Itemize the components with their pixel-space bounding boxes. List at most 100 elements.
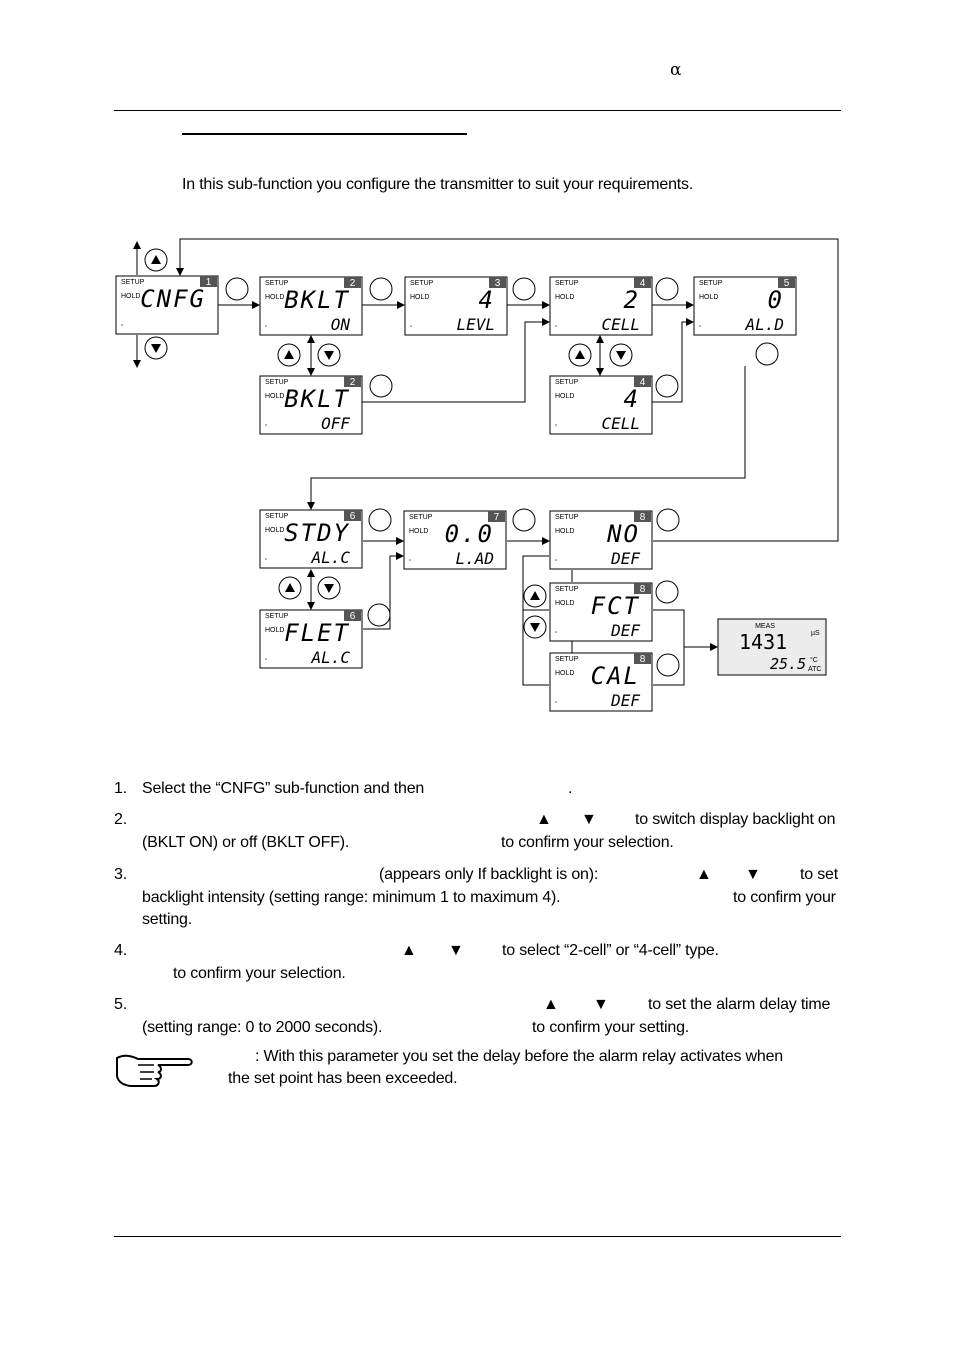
lcd-sub-value: DEF (610, 691, 640, 710)
step-text: ▲ (401, 942, 417, 959)
enter-key-icon (369, 277, 393, 301)
screen-badge: 2 (350, 377, 356, 388)
lcd-glyph: ° (410, 325, 412, 331)
lcd-glyph: ° (121, 324, 123, 330)
lcd-main-value: CNFG (140, 285, 206, 313)
lcd-main-value: FLET (284, 619, 350, 647)
lcd-glyph: ° (555, 325, 557, 331)
step-text: backlight intensity (setting range: mini… (142, 888, 561, 906)
enter-key-icon (656, 653, 680, 677)
setup-indicator: SETUP (555, 379, 579, 386)
step-text: ▼ (745, 866, 761, 883)
hold-indicator: HOLD (121, 293, 140, 300)
enter-key-icon (655, 374, 679, 398)
screen-badge: 7 (494, 512, 500, 523)
step-text: to switch display backlight on (635, 811, 836, 828)
setup-indicator: SETUP (265, 379, 289, 386)
step-number: 5. (114, 996, 127, 1013)
meas-temp: 25.5 (770, 655, 806, 673)
screen-badge-bg (200, 276, 217, 287)
lcd-main-value: NO (606, 520, 640, 548)
intro-text: In this sub-function you configure the t… (182, 176, 694, 193)
enter-key-icon (512, 277, 536, 301)
screen-badge-bg (634, 583, 651, 594)
step-text: (BKLT ON) or off (BKLT OFF). (142, 833, 350, 851)
screen-badge-bg (778, 277, 795, 288)
down-arrow-key-icon (523, 615, 547, 639)
lcd-sub-value: DEF (610, 621, 640, 640)
setup-indicator: SETUP (265, 513, 289, 520)
screen-badge: 6 (350, 611, 356, 622)
lcd-sub-value: L.AD (455, 549, 494, 568)
enter-key-icon (368, 508, 392, 532)
lcd-sub-value: CELL (601, 315, 640, 334)
meas-value: 1431 (739, 630, 787, 654)
step-number: 2. (114, 811, 127, 828)
screen-badge-bg (634, 376, 651, 387)
step-text: ▲ (696, 866, 712, 883)
lcd-glyph: ° (265, 558, 267, 564)
screen-badge-bg (489, 277, 506, 288)
lcd-sub-value: CELL (601, 414, 640, 433)
screen-badge: 1 (206, 277, 212, 288)
setup-indicator: SETUP (555, 514, 579, 521)
pointing-hand-icon (116, 1054, 193, 1087)
lcd-glyph: ° (409, 559, 411, 565)
footer-rule (114, 1236, 841, 1237)
screen-badge-bg (344, 376, 361, 387)
setup-indicator: SETUP (555, 656, 579, 663)
screen-badge-bg (634, 277, 651, 288)
lcd-glyph: ° (265, 658, 267, 664)
step-text: setting. (142, 911, 192, 928)
down-arrow-key-icon (609, 343, 633, 367)
lcd-main-value: 0 (768, 286, 784, 314)
up-arrow-key-icon (144, 248, 168, 272)
lcd-main-value: 2 (624, 286, 640, 314)
lcd-sub-value: ON (331, 315, 351, 334)
setup-indicator: SETUP (265, 613, 289, 620)
screen-badge: 4 (640, 278, 646, 289)
step-number: 3. (114, 866, 127, 883)
lcd-glyph: ° (555, 424, 557, 430)
step-number: 4. (114, 942, 127, 959)
lcd-main-value: STDY (284, 519, 350, 547)
down-arrow-key-icon (317, 576, 341, 600)
header-symbol: α (670, 60, 682, 80)
meas-atc: ATC (808, 666, 821, 673)
section-underline (182, 133, 467, 135)
screen-badge: 8 (640, 584, 646, 595)
hold-indicator: HOLD (699, 294, 718, 301)
setup-indicator: SETUP (699, 280, 723, 287)
hold-indicator: HOLD (410, 294, 429, 301)
lcd-sub-value: DEF (610, 549, 640, 568)
screen-badge-bg (488, 511, 505, 522)
enter-key-icon (369, 374, 393, 398)
enter-key-icon (367, 603, 391, 627)
step-text: to confirm your (733, 888, 836, 906)
meas-label: MEAS (755, 623, 775, 630)
hold-indicator: HOLD (265, 527, 284, 534)
screen-badge-bg (344, 277, 361, 288)
step-text: to select “2-cell” or “4-cell” type. (502, 942, 719, 959)
note-line-1: : With this parameter you set the delay … (255, 1048, 783, 1065)
lcd-glyph: ° (265, 325, 267, 331)
enter-key-icon (656, 508, 680, 532)
screen-badge-bg (634, 511, 651, 522)
screen-badge: 8 (640, 654, 646, 665)
lcd-sub-value: LEVL (456, 315, 495, 334)
lcd-glyph: ° (555, 701, 557, 707)
setup-indicator: SETUP (121, 279, 145, 286)
lcd-main-value: 0.0 (445, 520, 494, 548)
step-text: Select the “CNFG” sub-function and then (142, 780, 425, 797)
enter-key-icon (225, 277, 249, 301)
down-arrow-key-icon (144, 336, 168, 360)
lcd-sub-value: AL.C (310, 548, 350, 567)
